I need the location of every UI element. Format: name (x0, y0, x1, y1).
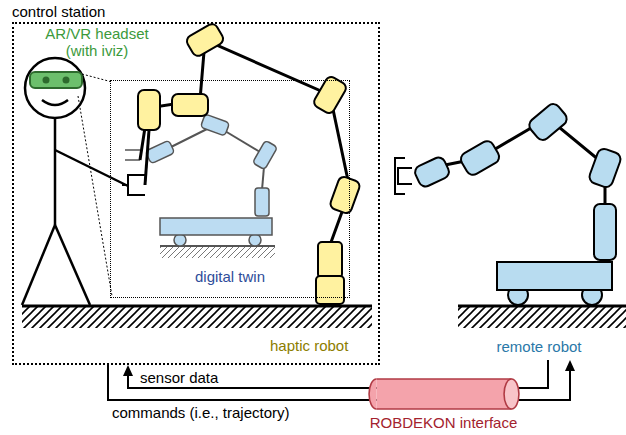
haptic-robot-label: haptic robot (270, 337, 348, 354)
headset-label: AR/VR headset (with iviz) (38, 25, 156, 59)
pipe-cylinder (368, 378, 520, 410)
robdekon-interface-pipe: ROBDEKON interface (368, 378, 520, 410)
remote-robot-region: remote robot (455, 125, 623, 360)
node-title: control station (12, 3, 105, 20)
edge-label: commands (i.e., trajectory) (112, 404, 290, 421)
ground (22, 306, 626, 328)
control-station-box: control stationdigital twin (12, 22, 380, 365)
haptic-robot (122, 22, 361, 304)
operator-figure (22, 58, 128, 305)
remote-robot (395, 101, 622, 305)
digital-twin-robot (125, 114, 278, 258)
node-title: remote robot (496, 338, 581, 355)
node-title: digital twin (195, 268, 265, 285)
edge-label: sensor data (140, 369, 218, 386)
view-lines (78, 74, 112, 296)
node-title: ROBDEKON interface (368, 414, 520, 431)
digital-twin-box: digital twin (110, 80, 350, 298)
